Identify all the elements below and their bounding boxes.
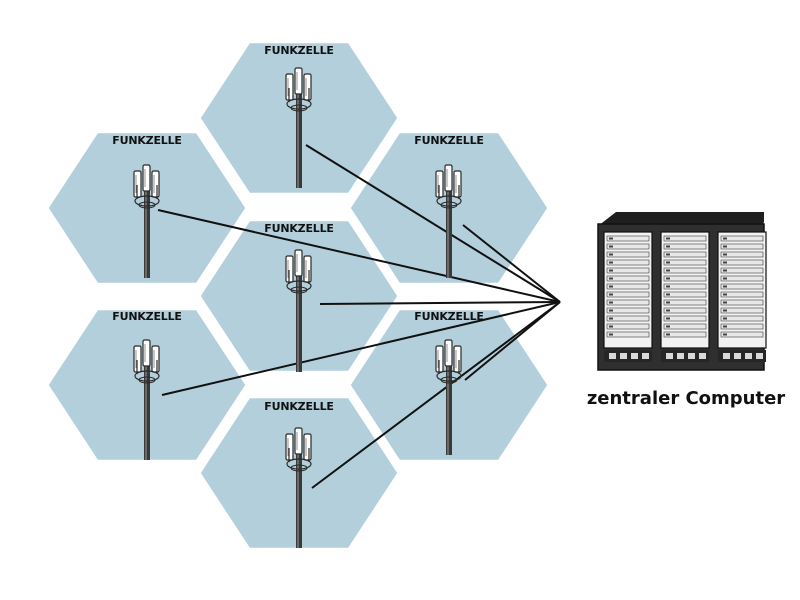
connection-line [311, 301, 561, 489]
antenna-tower-icon [435, 164, 462, 278]
antenna-tower-icon [133, 339, 160, 460]
antenna-tower-icon [435, 339, 462, 455]
antenna-tower-icon [285, 249, 312, 372]
connection-line [319, 301, 561, 305]
antenna-tower-icon [285, 67, 312, 188]
cell-label-bottom: FUNKZELLE [264, 400, 333, 413]
cell-label-upper-right: FUNKZELLE [414, 134, 483, 147]
antenna-towers [133, 67, 462, 548]
server-rack-icon [597, 212, 767, 371]
cell-label-lower-left: FUNKZELLE [112, 310, 181, 323]
cell-label-center: FUNKZELLE [264, 222, 333, 235]
antenna-tower-icon [133, 164, 160, 278]
cell-label-lower-right: FUNKZELLE [414, 310, 483, 323]
connection-line [305, 144, 561, 303]
connection-line [161, 301, 561, 396]
cell-label-top: FUNKZELLE [264, 44, 333, 57]
cell-label-upper-left: FUNKZELLE [112, 134, 181, 147]
server-label: zentraler Computer [587, 388, 785, 409]
cell-labels: FUNKZELLE FUNKZELLE FUNKZELLE FUNKZELLE … [112, 44, 484, 413]
connection-line [462, 224, 561, 303]
connection-lines [157, 144, 561, 489]
connection-line [157, 209, 561, 303]
antenna-tower-icon [285, 427, 312, 548]
